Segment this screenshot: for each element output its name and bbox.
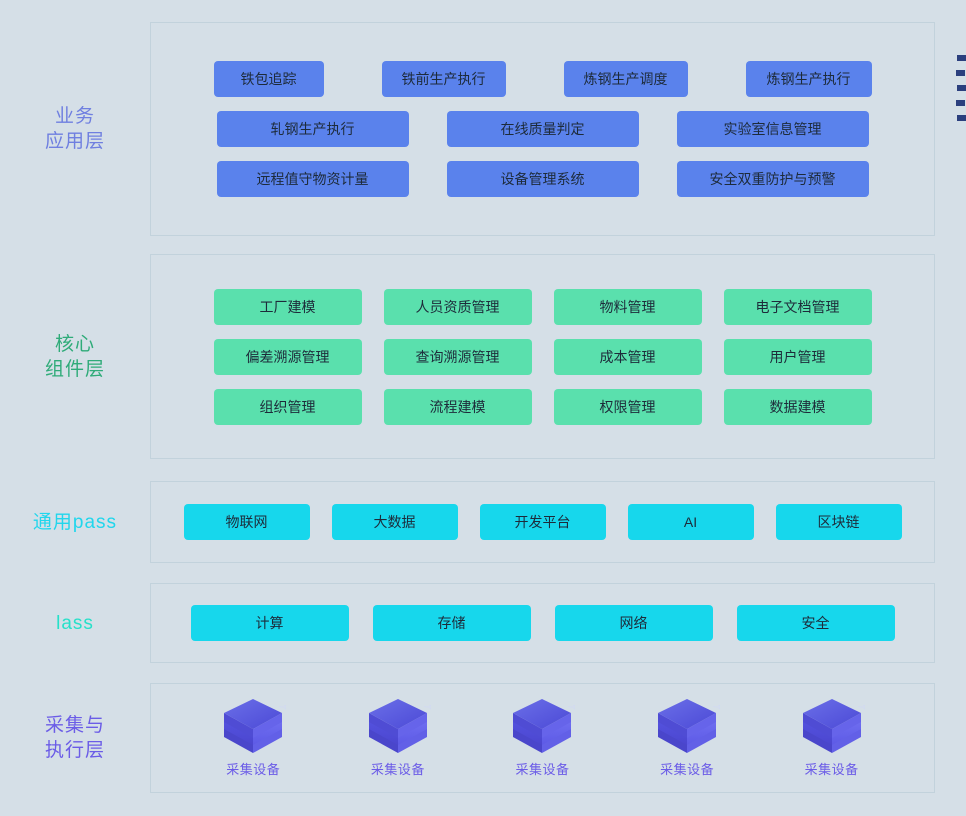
chip-business[interactable]: 铁包追踪 [213, 61, 324, 97]
chip-row: 计算存储网络安全 [151, 605, 934, 641]
chip-business[interactable]: 在线质量判定 [446, 111, 639, 147]
layer-panel-iass: 计算存储网络安全 [150, 583, 935, 663]
chip-core[interactable]: 权限管理 [553, 388, 702, 425]
chip-core[interactable]: 电子文档管理 [723, 288, 872, 325]
chip-core[interactable]: 物料管理 [553, 288, 702, 325]
layer-core: 核心 组件层工厂建模人员资质管理物料管理电子文档管理偏差溯源管理查询溯源管理成本… [0, 254, 966, 459]
chip-row: 物联网大数据开发平台 AI 区块链 [151, 504, 934, 540]
chip-business[interactable]: 安全双重防护与预警 [676, 161, 869, 197]
collection-device[interactable]: 采采集设备 [487, 698, 597, 778]
chip-business[interactable]: 实验室信息管理 [676, 111, 869, 147]
chip-iass[interactable]: 网络 [554, 605, 713, 641]
collection-device-icon: 采 [509, 698, 597, 755]
layer-label-collect: 采集与 执行层 [44, 715, 105, 761]
chip-core[interactable]: 用户管理 [723, 338, 872, 375]
iso-box-icon: 采 [802, 698, 886, 753]
collection-device-icon: 采 [799, 698, 886, 755]
edge-legend-marks [956, 55, 966, 121]
collection-device[interactable]: 采采集设备 [777, 698, 887, 778]
chip-row: 组织管理流程建模权限管理数据建模 [151, 388, 934, 425]
iso-box-icon: 采 [513, 698, 597, 753]
layer-pass: 通用pass 物联网大数据开发平台 AI 区块链 [0, 481, 966, 563]
layer-panel-collect: 采采集设备采采集设备采采集设备采采集设备采采集设备 [150, 683, 935, 793]
chip-business[interactable]: 炼钢生产执行 [745, 61, 872, 97]
layer-label-iass: lass [56, 612, 94, 634]
collection-device-icon: 采 [654, 698, 741, 755]
collection-device[interactable]: 采采集设备 [198, 698, 308, 778]
edge-legend-mark [957, 55, 966, 61]
collection-device-icon: 采 [220, 698, 308, 755]
layer-business: 业务 应用层 铁包追踪 铁前生产执行 炼钢生产调度 炼钢生产执行轧钢生产执行 在线质量判定… [0, 22, 966, 236]
edge-legend-mark [957, 115, 966, 121]
device-row: 采采集设备采采集设备采采集设备采采集设备采采集设备 [151, 684, 934, 792]
collection-device-icon: 采 [365, 698, 452, 755]
chip-pass[interactable]: AI [627, 504, 754, 540]
collection-device[interactable]: 采采集设备 [632, 698, 742, 778]
edge-legend-mark [956, 70, 965, 76]
chip-core[interactable]: 组织管理 [213, 388, 362, 425]
collection-device-label: 采集设备 [226, 761, 281, 777]
chip-pass[interactable]: 开发平台 [479, 504, 606, 540]
collection-device-label: 采集设备 [370, 761, 425, 777]
chip-core[interactable]: 工厂建模 [213, 288, 362, 325]
iso-box-icon: 采 [224, 698, 308, 753]
chip-iass[interactable]: 计算 [190, 605, 349, 641]
iso-box-icon: 采 [368, 698, 452, 753]
collection-device-label: 采集设备 [660, 761, 715, 777]
layer-label-pass: 通用pass [32, 511, 118, 533]
chip-business[interactable]: 铁前生产执行 [381, 61, 506, 97]
chip-pass[interactable]: 区块链 [775, 504, 902, 540]
layer-panel-business: 铁包追踪 铁前生产执行 炼钢生产调度 炼钢生产执行轧钢生产执行 在线质量判定 实验室信息管… [150, 22, 935, 236]
layer-label-business: 业务 应用层 [44, 106, 105, 152]
chip-core[interactable]: 偏差溯源管理 [213, 338, 362, 375]
chip-pass[interactable]: 大数据 [331, 504, 458, 540]
layer-collect: 采集与 执行层采采集设备采采集设备采采集设备采采集设备采采集设备 [0, 683, 966, 793]
iso-box-icon: 采 [658, 698, 741, 753]
chip-row: 铁包追踪 铁前生产执行 炼钢生产调度 炼钢生产执行 [151, 61, 934, 97]
chip-business[interactable]: 炼钢生产调度 [563, 61, 688, 97]
chip-business[interactable]: 远程值守物资计量 [216, 161, 409, 197]
chip-core[interactable]: 人员资质管理 [383, 288, 532, 325]
chip-row: 工厂建模人员资质管理物料管理电子文档管理 [151, 288, 934, 325]
chip-core[interactable]: 流程建模 [383, 388, 532, 425]
chip-business[interactable]: 设备管理系统 [446, 161, 639, 197]
edge-legend-mark [956, 100, 965, 106]
chip-core[interactable]: 查询溯源管理 [383, 338, 532, 375]
layer-panel-pass: 物联网大数据开发平台 AI 区块链 [150, 481, 935, 563]
chip-core[interactable]: 成本管理 [553, 338, 702, 375]
layer-iass: lass 计算存储网络安全 [0, 583, 966, 663]
chip-row: 偏差溯源管理查询溯源管理成本管理用户管理 [151, 338, 934, 375]
chip-iass[interactable]: 安全 [736, 605, 895, 641]
collection-device-label: 采集设备 [804, 761, 859, 777]
chip-business[interactable]: 轧钢生产执行 [216, 111, 409, 147]
layer-panel-core: 工厂建模人员资质管理物料管理电子文档管理偏差溯源管理查询溯源管理成本管理用户管理… [150, 254, 935, 459]
collection-device-label: 采集设备 [515, 761, 570, 777]
chip-row: 远程值守物资计量 设备管理系统 安全双重防护与预警 [151, 161, 934, 197]
chip-row: 轧钢生产执行 在线质量判定 实验室信息管理 [151, 111, 934, 147]
chip-core[interactable]: 数据建模 [723, 388, 872, 425]
edge-legend-mark [957, 85, 966, 91]
collection-device[interactable]: 采采集设备 [343, 698, 453, 778]
chip-iass[interactable]: 存储 [372, 605, 531, 641]
layer-label-core: 核心 组件层 [44, 333, 105, 380]
chip-pass[interactable]: 物联网 [183, 504, 310, 540]
